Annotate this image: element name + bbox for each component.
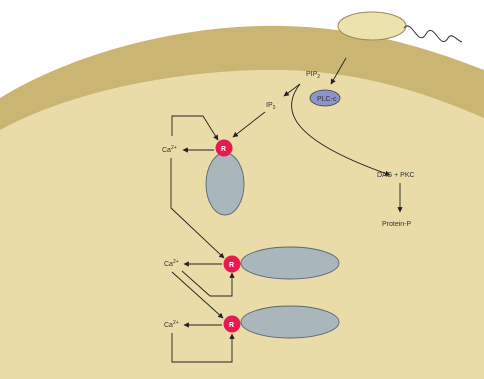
pip2-sub: 2 [317, 74, 320, 80]
receptor-1: R [216, 140, 233, 157]
pip2-main: PIP [306, 71, 318, 78]
cell-cytoplasm [0, 70, 484, 379]
organelle-1 [206, 153, 244, 215]
bacterium [338, 12, 406, 40]
receptor-3-label: R [229, 322, 234, 329]
protein-p-label: Protein-P [382, 221, 412, 228]
ip3-sub: 3 [273, 105, 276, 111]
organelle-3 [241, 306, 339, 338]
receptor-2: R [224, 256, 241, 273]
organelle-2 [241, 247, 339, 279]
receptor-1-label: R [221, 146, 226, 153]
flagellum [404, 26, 462, 42]
receptor-3: R [224, 316, 241, 333]
dag-pkc-label: DAG + PKC [377, 172, 415, 179]
plc-label: PLC-c [317, 96, 337, 103]
receptor-2-label: R [229, 262, 234, 269]
